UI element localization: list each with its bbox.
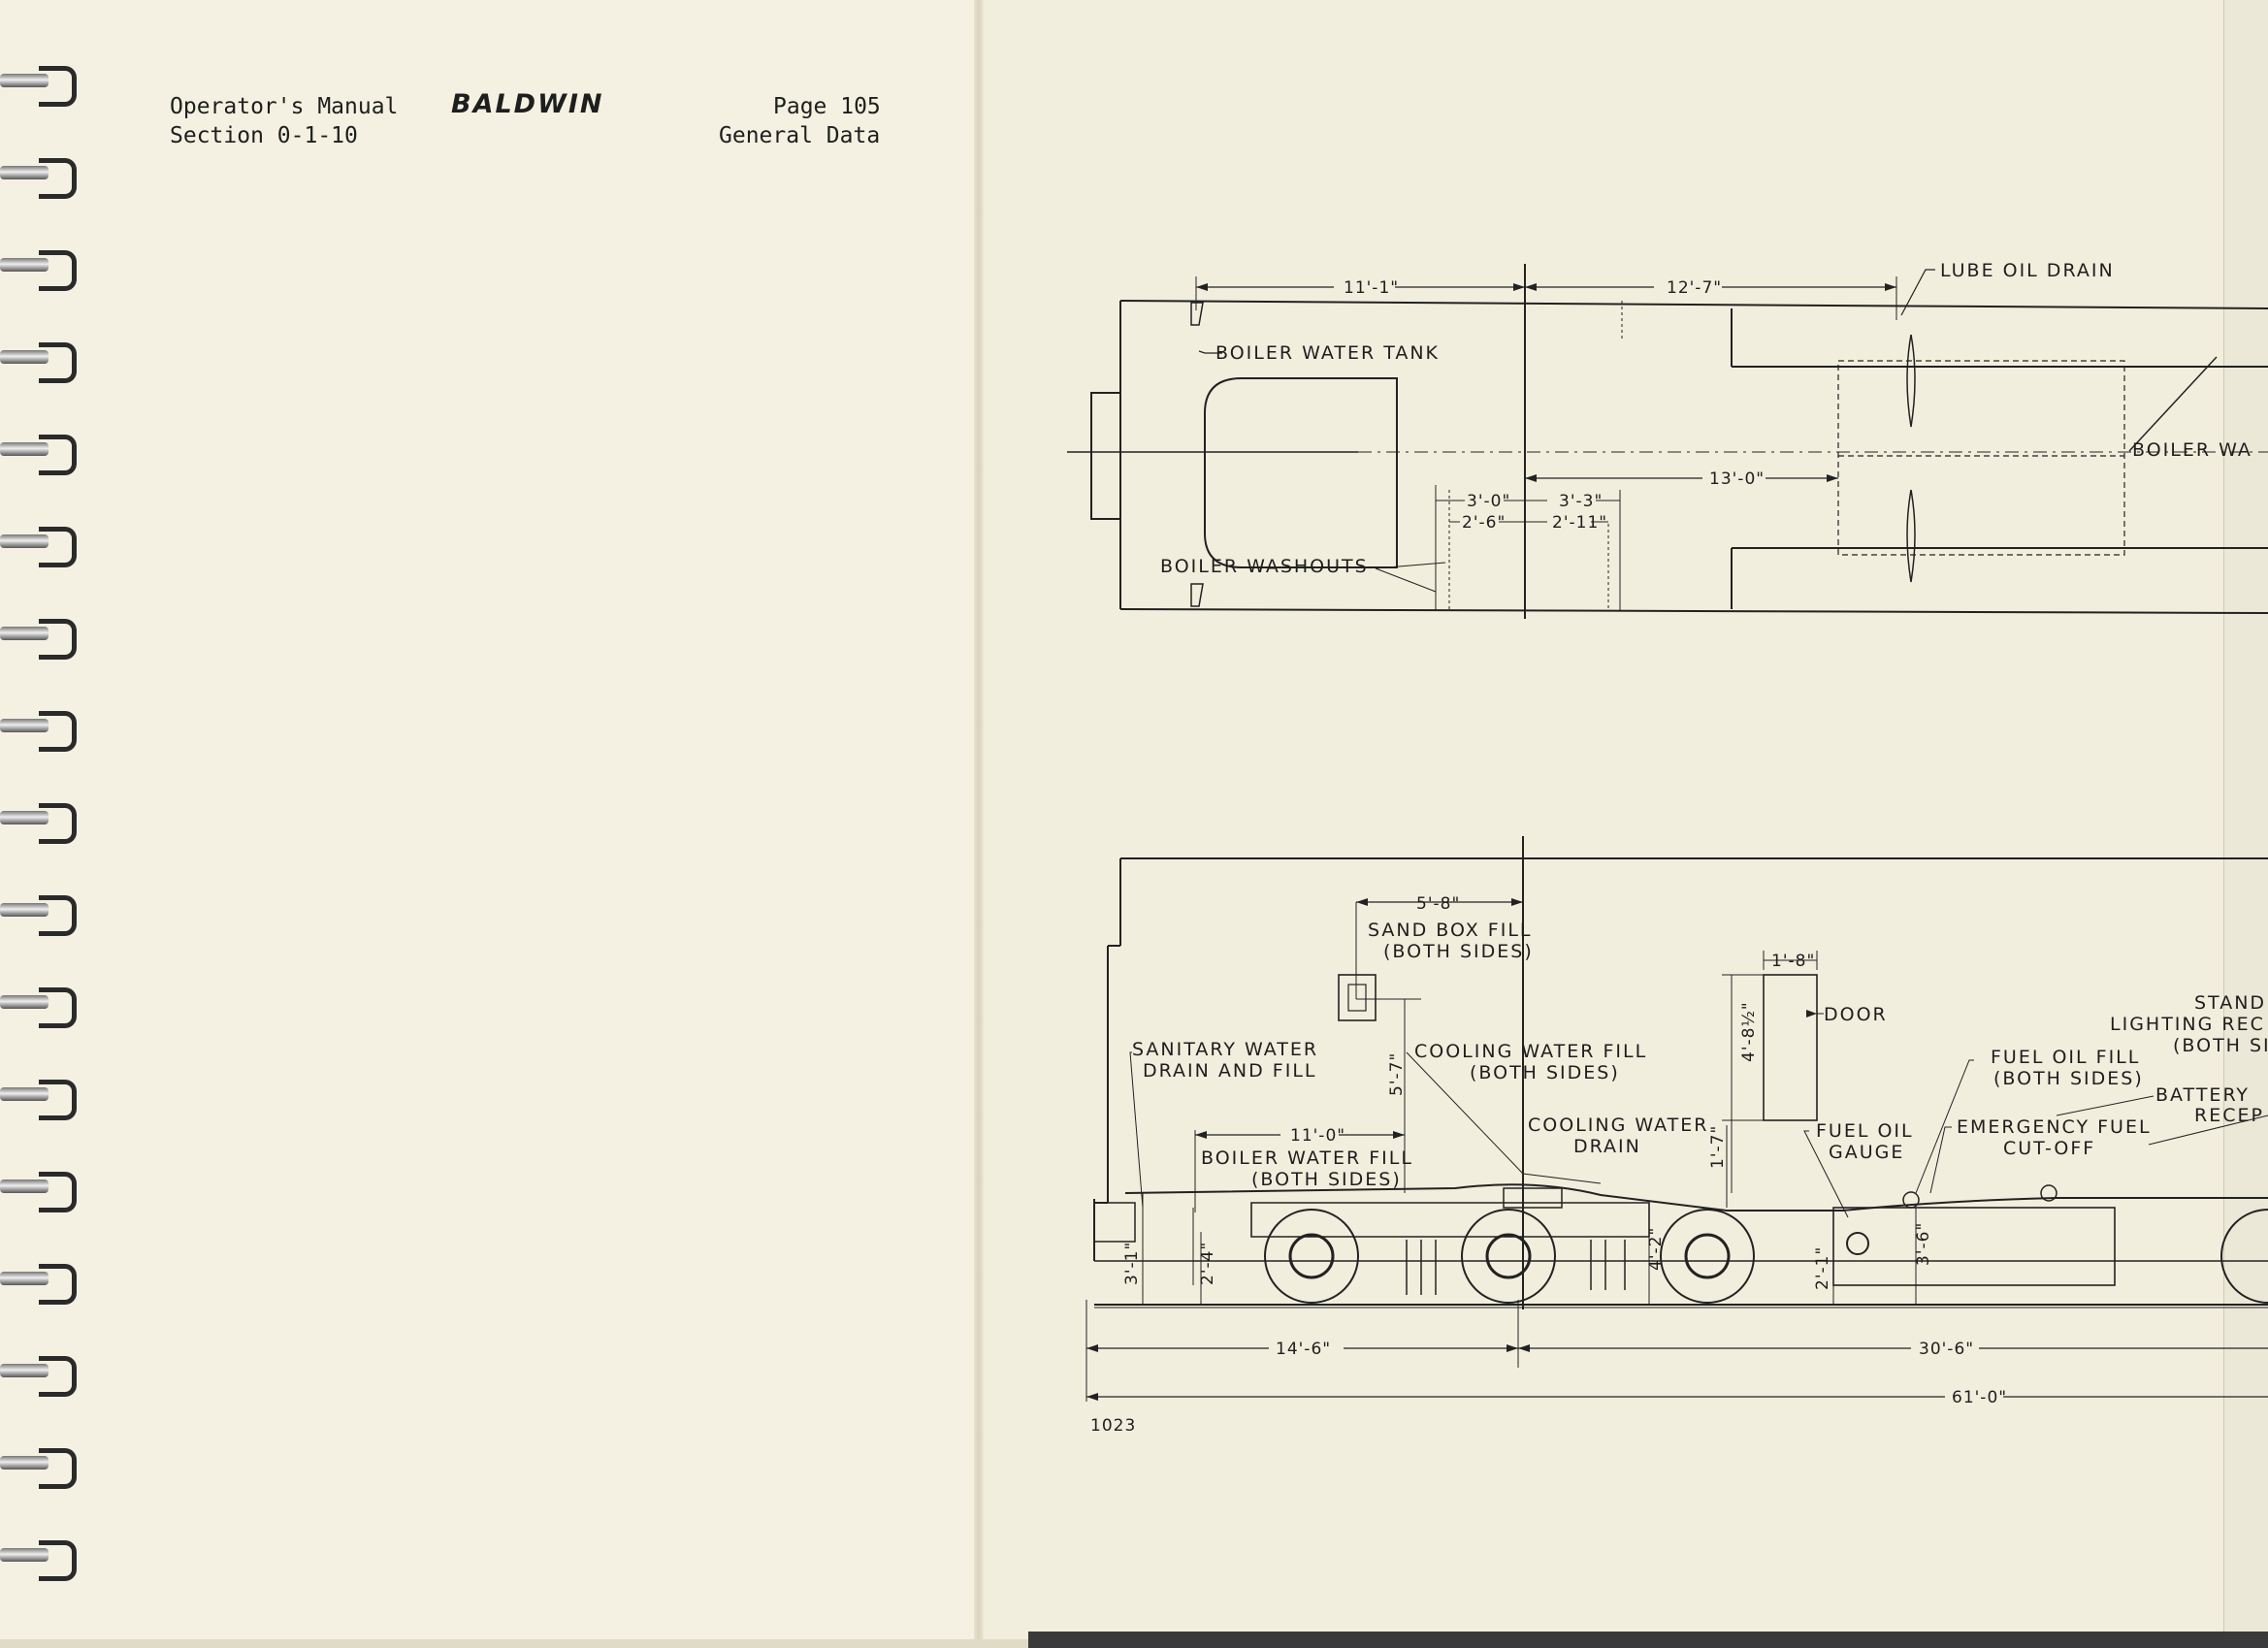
dim-4-2: 4'-2" bbox=[1646, 1227, 1666, 1271]
label-lighting-rec: LIGHTING REC bbox=[2110, 1014, 2265, 1035]
dim-3-1: 3'-1" bbox=[1122, 1242, 1142, 1285]
dim-11-1: 11'-1" bbox=[1344, 278, 1399, 298]
dim-2-4: 2'-4" bbox=[1198, 1242, 1217, 1285]
label-fuel-fill-sides: (BOTH SIDES) bbox=[1993, 1068, 2144, 1089]
dim-3-0: 3'-0" bbox=[1467, 492, 1510, 511]
label-emergency-fuel: EMERGENCY FUEL bbox=[1957, 1116, 2152, 1138]
page-edge bbox=[2223, 0, 2268, 1648]
binding-ring bbox=[0, 242, 81, 291]
label-boiler-water-fill: BOILER WATER FILL bbox=[1201, 1147, 1413, 1169]
label-boiler-water-tank: BOILER WATER TANK bbox=[1215, 342, 1440, 364]
dim-61-0: 61'-0" bbox=[1952, 1388, 2007, 1407]
section-number: Section 0-1-10 bbox=[170, 123, 358, 148]
label-cooling-water-fill: COOLING WATER FILL bbox=[1414, 1041, 1647, 1062]
label-cooling-fill-sides: (BOTH SIDES) bbox=[1470, 1062, 1620, 1083]
dim-2-11: 2'-11" bbox=[1552, 513, 1607, 533]
label-door: DOOR bbox=[1824, 1004, 1888, 1025]
bottom-edge bbox=[0, 1639, 1028, 1648]
binding-ring bbox=[0, 703, 81, 752]
page-subject: General Data bbox=[719, 123, 881, 148]
label-drain-and-fill: DRAIN AND FILL bbox=[1143, 1060, 1317, 1082]
label-fuel-oil-gauge: FUEL OIL bbox=[1816, 1120, 1914, 1142]
dim-1-8: 1'-8" bbox=[1771, 952, 1815, 971]
spiral-binding bbox=[0, 58, 87, 1610]
label-sand-box-sides: (BOTH SIDES) bbox=[1383, 941, 1534, 962]
label-fuel-oil-fill: FUEL OIL FILL bbox=[1991, 1047, 2140, 1068]
label-lube-oil-drain: LUBE OIL DRAIN bbox=[1940, 260, 2115, 281]
label-recep: RECEP bbox=[2194, 1105, 2264, 1126]
binding-ring bbox=[0, 58, 81, 107]
binding-ring bbox=[0, 1072, 81, 1120]
dim-2-1: 2'-1" bbox=[1813, 1246, 1832, 1290]
drawing-number: 1023 bbox=[1090, 1416, 1136, 1436]
binding-ring bbox=[0, 888, 81, 936]
brand-name: BALDWIN bbox=[451, 89, 604, 119]
label-boiler-washouts: BOILER WASHOUTS bbox=[1160, 556, 1369, 577]
dim-4-8-half: 4'-8½" bbox=[1739, 1001, 1759, 1062]
binding-ring bbox=[0, 1164, 81, 1212]
label-gauge: GAUGE bbox=[1829, 1142, 1904, 1163]
label-sanitary-water: SANITARY WATER bbox=[1132, 1039, 1318, 1060]
label-sand-box-fill: SAND BOX FILL bbox=[1368, 920, 1533, 941]
dim-3-3: 3'-3" bbox=[1559, 492, 1603, 511]
left-page bbox=[0, 0, 980, 1648]
binding-ring bbox=[0, 150, 81, 199]
dim-12-7: 12'-7" bbox=[1667, 278, 1722, 298]
label-drain: DRAIN bbox=[1573, 1136, 1641, 1157]
label-stand: STAND bbox=[2194, 992, 2266, 1014]
label-boiler-wa: BOILER WA bbox=[2132, 439, 2252, 461]
binding-ring bbox=[0, 980, 81, 1028]
dim-2-6: 2'-6" bbox=[1462, 513, 1506, 533]
right-page bbox=[982, 0, 2248, 1648]
binding-ring bbox=[0, 427, 81, 475]
binding-ring bbox=[0, 335, 81, 383]
manual-title: Operator's Manual bbox=[170, 94, 399, 119]
dim-14-6: 14'-6" bbox=[1276, 1340, 1331, 1359]
label-battery: BATTERY bbox=[2155, 1084, 2250, 1106]
binding-ring bbox=[0, 1348, 81, 1397]
dim-30-6: 30'-6" bbox=[1919, 1340, 1974, 1359]
binding-ring bbox=[0, 611, 81, 660]
binding-ring bbox=[0, 1533, 81, 1581]
dim-3-6: 3'-6" bbox=[1914, 1222, 1933, 1266]
label-cooling-water-drain: COOLING WATER bbox=[1528, 1115, 1708, 1136]
dim-5-7: 5'-7" bbox=[1387, 1052, 1407, 1096]
dim-1-7: 1'-7" bbox=[1708, 1125, 1728, 1169]
label-cut-off: CUT-OFF bbox=[2003, 1138, 2095, 1159]
binding-ring bbox=[0, 1440, 81, 1489]
dim-13-0: 13'-0" bbox=[1709, 469, 1765, 489]
page-number: Page 105 bbox=[773, 94, 881, 119]
page-gutter bbox=[974, 0, 984, 1648]
label-lighting-sides: (BOTH SI bbox=[2173, 1035, 2268, 1056]
dim-5-8: 5'-8" bbox=[1416, 894, 1460, 914]
binding-ring bbox=[0, 1256, 81, 1305]
binding-ring bbox=[0, 519, 81, 567]
bottom-shadow bbox=[1028, 1632, 2268, 1648]
label-boiler-fill-sides: (BOTH SIDES) bbox=[1251, 1169, 1402, 1190]
dim-11-0: 11'-0" bbox=[1290, 1126, 1345, 1146]
binding-ring bbox=[0, 795, 81, 844]
